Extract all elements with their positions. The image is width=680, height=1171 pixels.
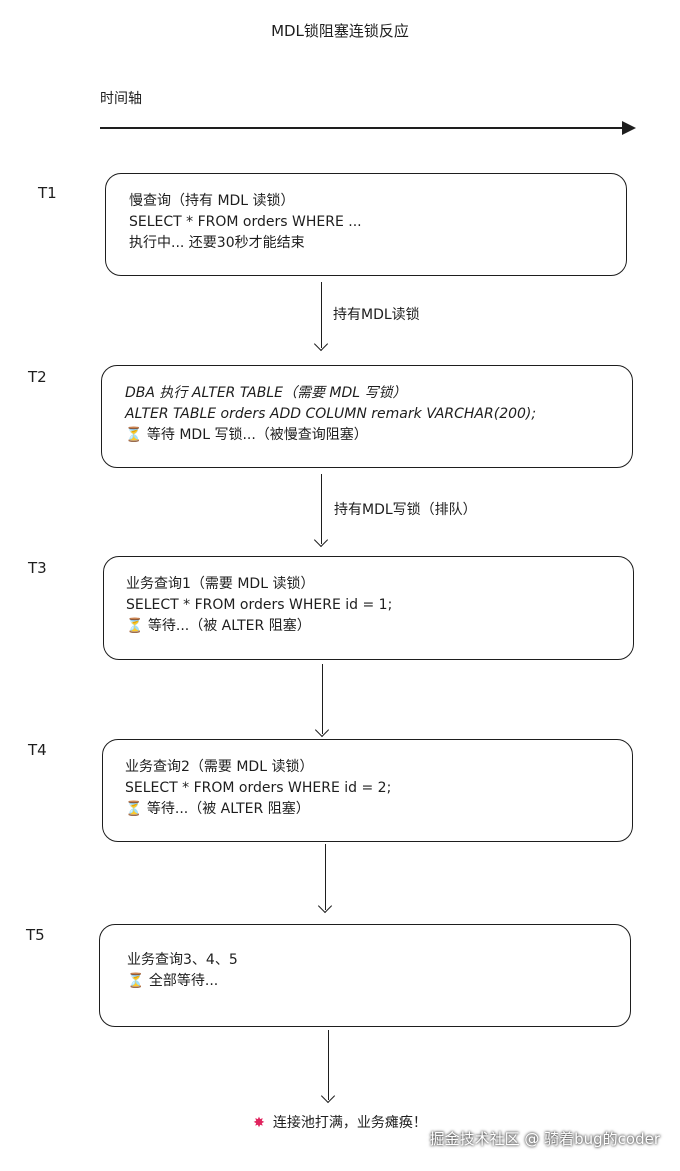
step-box-t2: DBA 执行 ALTER TABLE（需要 MDL 写锁） ALTER TABL… (101, 365, 633, 468)
connector-arrowhead (317, 898, 333, 914)
diagram-title: MDL锁阻塞连锁反应 (271, 22, 409, 40)
connector-line (322, 664, 324, 734)
time-label-t5: T5 (26, 926, 45, 944)
connector-label: 持有MDL读锁 (333, 307, 420, 323)
connector-line (325, 844, 327, 910)
time-label-t1: T1 (38, 184, 57, 202)
connector-arrowhead (313, 336, 329, 352)
step-line: SELECT * FROM orders WHERE id = 1; (126, 597, 393, 613)
step-box-t5: 业务查询3、4、5 ⏳ 全部等待... (99, 924, 631, 1027)
step-box-t4: 业务查询2（需要 MDL 读锁） SELECT * FROM orders WH… (102, 739, 633, 842)
explosion-icon: ✸ (253, 1115, 265, 1131)
final-outcome-text: 连接池打满，业务瘫痪！ (272, 1115, 427, 1131)
timeline-axis (100, 127, 624, 129)
connector-arrowhead (320, 1088, 336, 1104)
step-line: ⏳ 全部等待... (127, 973, 219, 989)
connector-line (321, 282, 323, 348)
step-line: ALTER TABLE orders ADD COLUMN remark VAR… (125, 406, 537, 422)
step-line: SELECT * FROM orders WHERE id = 2; (125, 780, 392, 796)
connector-line (321, 474, 323, 544)
timeline-arrowhead (622, 121, 636, 135)
connector-label: 持有MDL写锁（排队） (334, 502, 477, 518)
step-line: ⏳ 等待 MDL 写锁...（被慢查询阻塞） (125, 427, 368, 443)
step-line: 业务查询3、4、5 (127, 952, 238, 968)
step-line: 业务查询1（需要 MDL 读锁） (126, 576, 315, 592)
connector-line (328, 1030, 330, 1100)
step-box-t1: 慢查询（持有 MDL 读锁） SELECT * FROM orders WHER… (105, 173, 627, 276)
connector-arrowhead (313, 532, 329, 548)
connector-arrowhead (314, 722, 330, 738)
step-line: SELECT * FROM orders WHERE ... (129, 214, 362, 230)
step-line: ⏳ 等待...（被 ALTER 阻塞） (126, 618, 311, 634)
time-label-t4: T4 (28, 741, 47, 759)
watermark: 掘金技术社区 @ 骑着bug的coder (429, 1130, 660, 1148)
step-box-t3: 业务查询1（需要 MDL 读锁） SELECT * FROM orders WH… (103, 556, 634, 660)
timeline-label: 时间轴 (100, 91, 142, 107)
step-line: DBA 执行 ALTER TABLE（需要 MDL 写锁） (125, 385, 407, 401)
step-line: 业务查询2（需要 MDL 读锁） (125, 759, 314, 775)
step-line: ⏳ 等待...（被 ALTER 阻塞） (125, 801, 310, 817)
final-outcome: ✸ 连接池打满，业务瘫痪！ (0, 1112, 680, 1132)
time-label-t3: T3 (28, 559, 47, 577)
step-line: 执行中... 还要30秒才能结束 (129, 235, 305, 251)
step-line: 慢查询（持有 MDL 读锁） (129, 193, 295, 209)
time-label-t2: T2 (28, 368, 47, 386)
